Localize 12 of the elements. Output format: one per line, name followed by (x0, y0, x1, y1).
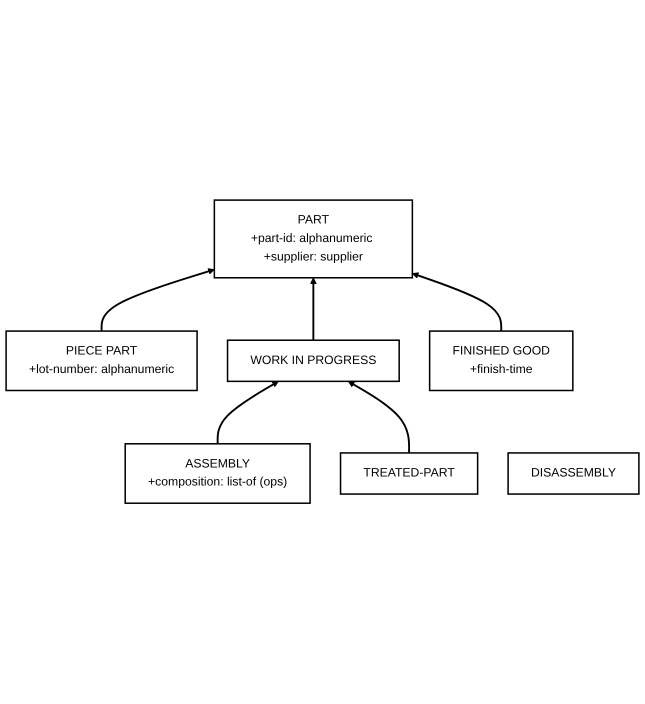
node-box: FINISHED GOOD +finish-time (428, 330, 574, 392)
node-box: PIECE PART +lot-number: alphanumeric (5, 330, 198, 392)
node-box: DISASSEMBLY (507, 452, 640, 496)
arrow (216, 381, 279, 444)
node-box: TREATED-PART (340, 452, 478, 496)
arrow (100, 268, 215, 332)
node-box: ASSEMBLY +composition: list-of (ops) (124, 443, 311, 504)
node-box: WORK IN PROGRESS (226, 340, 400, 382)
arrow (310, 278, 317, 341)
arrow (348, 381, 410, 454)
arrow (412, 272, 502, 332)
node-box: PART +part-id: alphanumeric +supplier: supplier (214, 200, 414, 279)
